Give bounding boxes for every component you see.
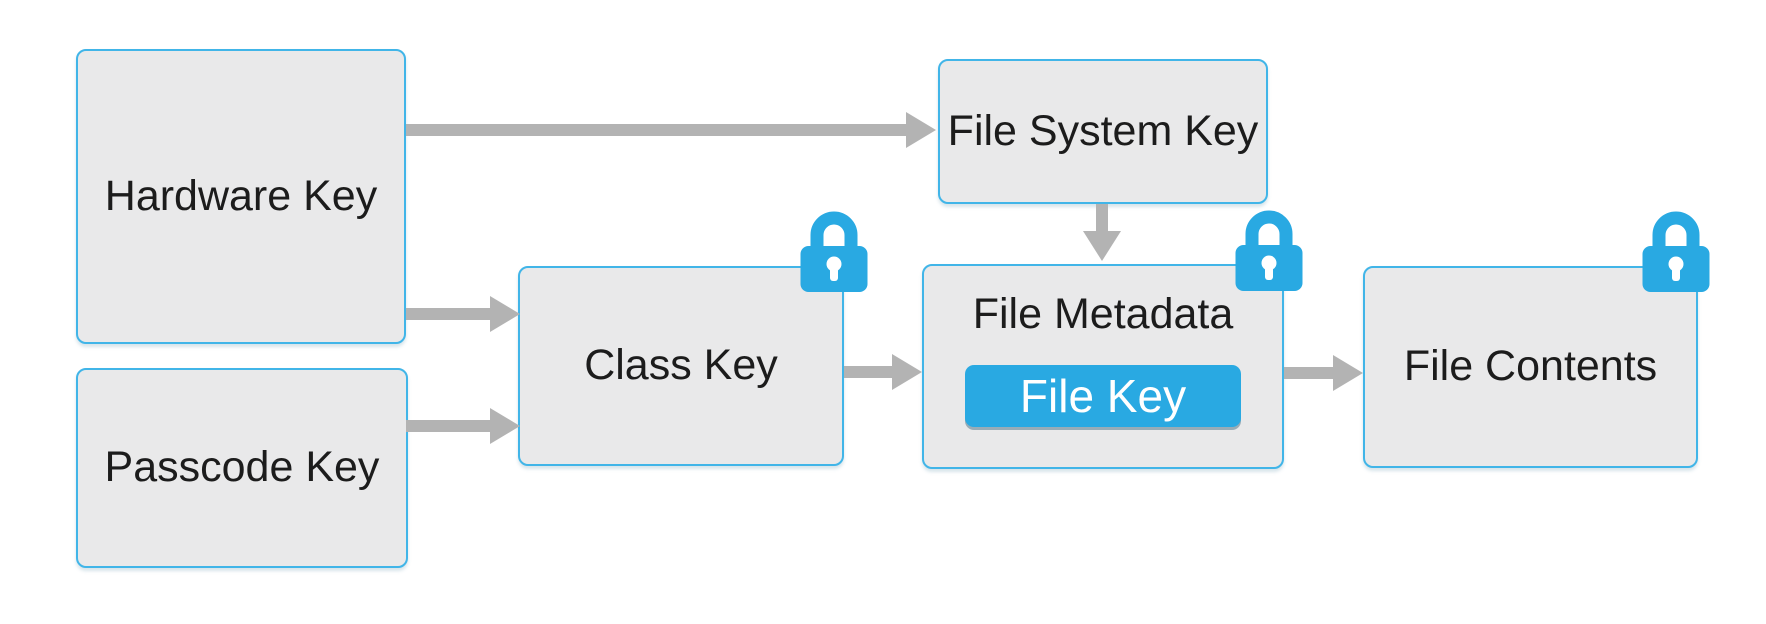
arrow-shaft [1284, 367, 1336, 379]
arrow-shaft [406, 124, 908, 136]
arrow-shaft [406, 420, 492, 432]
file-key-label: File Key [1019, 370, 1187, 423]
node-passcode-key: Passcode Key [76, 368, 408, 568]
lock-icon [1642, 207, 1710, 293]
node-hardware-key: Hardware Key [76, 49, 406, 344]
arrow-head [490, 408, 520, 444]
lock-icon [1235, 206, 1303, 292]
file-metadata-label: File Metadata [972, 290, 1234, 338]
node-class-key: Class Key [518, 266, 844, 466]
file-key-badge: File Key [965, 365, 1241, 428]
arrow-shaft [1096, 204, 1108, 233]
arrow-head [1083, 231, 1121, 261]
file-system-key-label: File System Key [947, 106, 1259, 155]
node-file-metadata: File Metadata File Key [922, 264, 1284, 469]
file-contents-label: File Contents [1403, 342, 1658, 391]
node-file-contents: File Contents [1363, 266, 1698, 468]
class-key-label: Class Key [584, 341, 778, 390]
hardware-key-label: Hardware Key [104, 171, 378, 220]
lock-icon [800, 207, 868, 293]
arrow-shaft [844, 366, 896, 378]
arrow-head [906, 112, 936, 148]
arrow-shaft [406, 308, 492, 320]
node-file-system-key: File System Key [938, 59, 1268, 204]
passcode-key-label: Passcode Key [104, 443, 380, 492]
arrow-head [892, 354, 922, 390]
arrow-head [490, 296, 520, 332]
arrow-head [1333, 355, 1363, 391]
